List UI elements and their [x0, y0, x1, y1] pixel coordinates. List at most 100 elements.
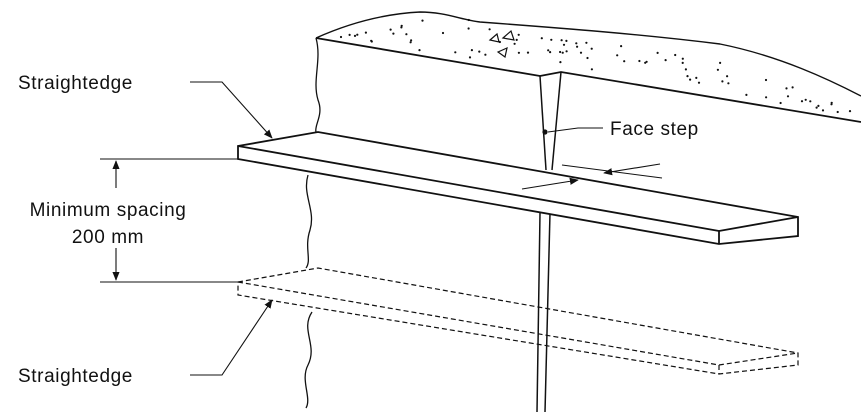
aggregate-dot: [470, 49, 473, 52]
aggregate-dot: [644, 61, 647, 64]
aggregate-dot: [392, 32, 395, 35]
aggregate-dot: [540, 37, 543, 40]
aggregate-dot: [370, 40, 373, 43]
aggregate-dot: [565, 50, 568, 53]
aggregate-dot: [565, 39, 568, 43]
label-face-step: Face step: [610, 119, 699, 140]
aggregate-dot: [488, 28, 491, 31]
label-straightedge-bottom: Straightedge: [18, 366, 133, 387]
aggregate-dot: [517, 51, 521, 54]
aggregate-dot: [745, 93, 748, 96]
aggregate-dot: [786, 95, 790, 98]
aggregate-dot: [513, 42, 516, 45]
aggregate-dots: [339, 18, 852, 114]
aggregate-dot: [405, 33, 408, 36]
aggregate-dot: [559, 50, 562, 54]
aggregate-dot: [576, 45, 579, 48]
face-step-joint: [536, 71, 562, 412]
aggregate-dot: [515, 38, 518, 42]
aggregate-dot: [353, 34, 357, 38]
aggregate-dot: [468, 56, 472, 59]
aggregate-dot: [467, 18, 470, 22]
aggregate-dot: [348, 33, 351, 37]
aggregate-dot: [579, 51, 583, 54]
aggregate-dot: [764, 78, 768, 82]
aggregate-dot: [765, 96, 768, 99]
aggregate-dot: [562, 43, 566, 46]
aggregate-dot: [681, 61, 684, 64]
aggregate-dot: [821, 109, 825, 112]
aggregate-dot: [585, 41, 588, 44]
aggregate-dot: [719, 61, 722, 64]
aggregate-dot: [590, 47, 593, 50]
aggregate-dot: [389, 28, 392, 31]
aggregate-dot: [561, 51, 564, 54]
label-straightedge-top: Straightedge: [18, 73, 133, 94]
aggregate-dot: [727, 82, 730, 85]
aggregate-dot: [418, 49, 421, 52]
aggregate-dot: [356, 33, 359, 36]
aggregate-dot: [721, 80, 724, 83]
aggregate-stones: [488, 29, 515, 59]
aggregate-dot: [817, 104, 820, 107]
aggregate-dot: [785, 87, 788, 90]
aggregate-dot: [526, 51, 530, 54]
aggregate-dot: [684, 68, 688, 71]
aggregate-dot: [575, 42, 578, 45]
aggregate-dot: [804, 98, 807, 101]
leader-straightedge-bottom: [190, 299, 273, 376]
leader-straightedge-top: [190, 81, 273, 139]
aggregate-dot: [586, 56, 589, 60]
aggregate-dot: [726, 75, 729, 78]
break-line-left: [304, 37, 321, 409]
aggregate-dot: [791, 86, 794, 89]
aggregate-dot: [560, 39, 563, 42]
aggregate-dot: [697, 81, 701, 84]
aggregate-dot: [686, 75, 689, 78]
aggregate-dot: [400, 24, 403, 27]
aggregate-dot: [716, 68, 720, 71]
step-measure-arrows: [521, 163, 663, 190]
aggregate-dot: [547, 49, 550, 52]
aggregate-dot: [484, 53, 487, 56]
aggregate-dot: [339, 35, 343, 39]
aggregate-dot: [454, 51, 457, 54]
aggregate-dot: [410, 39, 413, 42]
aggregate-dot: [815, 106, 818, 109]
aggregate-dot: [638, 59, 641, 63]
aggregate-dot: [364, 31, 367, 34]
aggregate-dot: [809, 100, 812, 103]
aggregate-dot: [421, 19, 424, 22]
aggregate-dot: [620, 45, 623, 48]
label-min-spacing: Minimum spacing: [30, 200, 187, 221]
straightedge-top: [237, 131, 799, 245]
aggregate-dot: [590, 68, 594, 71]
aggregate-dot: [559, 61, 562, 64]
straightedge-bottom-dashed: [237, 267, 799, 375]
aggregate-dot: [664, 59, 667, 62]
ground-surface: [315, 11, 861, 114]
aggregate-dot: [848, 110, 852, 113]
aggregate-dot: [409, 41, 412, 44]
aggregate-dot: [656, 51, 659, 55]
aggregate-dot: [623, 60, 626, 63]
aggregate-dot: [616, 54, 619, 57]
aggregate-dot: [779, 101, 782, 105]
aggregate-dot: [467, 27, 470, 30]
aggregate-dot: [441, 31, 445, 35]
aggregate-dot: [549, 51, 552, 54]
label-min-spacing-value: 200 mm: [72, 227, 144, 248]
aggregate-dot: [836, 110, 839, 114]
aggregate-dot: [681, 57, 684, 60]
aggregate-dot: [689, 78, 692, 81]
leader-face-step: [542, 127, 603, 135]
aggregate-dot: [800, 100, 804, 103]
aggregate-dot: [674, 53, 677, 57]
aggregate-dot: [478, 50, 481, 53]
aggregate-dot: [830, 103, 833, 106]
aggregate-dot: [517, 33, 520, 36]
aggregate-dot: [695, 76, 698, 79]
spacing-dimension: [100, 158, 238, 283]
